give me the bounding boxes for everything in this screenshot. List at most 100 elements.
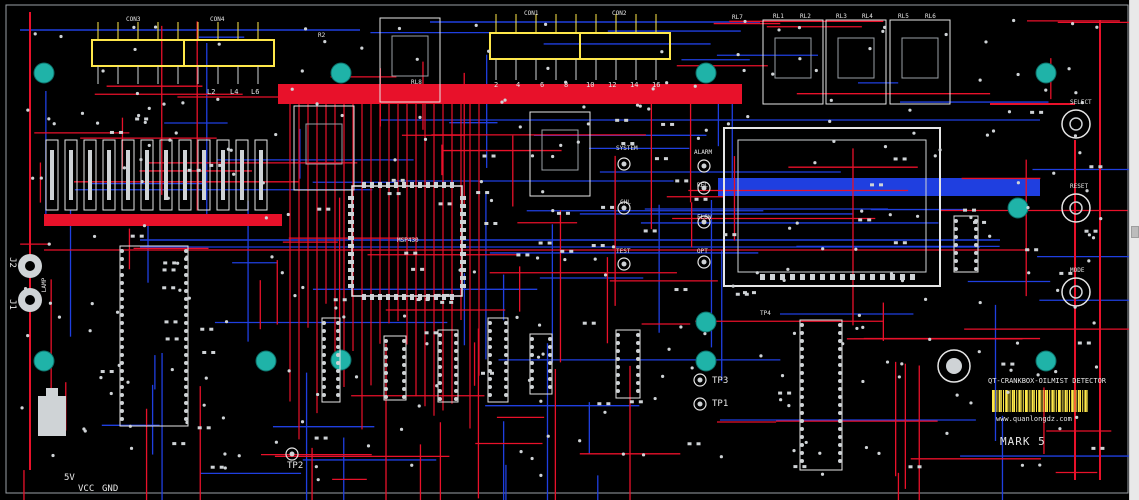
vertical-scrollbar[interactable] <box>1129 0 1139 500</box>
ic-pad <box>384 387 388 391</box>
via <box>178 288 182 292</box>
via <box>99 376 103 380</box>
via <box>140 180 144 184</box>
label-alarm: ALARM <box>694 149 713 156</box>
channel-component <box>64 139 78 211</box>
smd-pad <box>694 197 699 201</box>
ic-pad <box>120 369 124 373</box>
ic-pad <box>402 387 406 391</box>
via <box>1078 151 1082 155</box>
ic-pad <box>336 393 340 397</box>
via <box>603 410 607 414</box>
potentiometer <box>937 349 971 383</box>
ic-pad <box>120 401 124 405</box>
led <box>617 257 631 271</box>
mcu-pad <box>460 228 466 232</box>
smd-pad <box>556 211 561 215</box>
mcu-pad <box>434 294 438 300</box>
ic-pad <box>184 289 188 293</box>
via <box>593 257 597 261</box>
label-reset: RESET <box>1070 183 1089 190</box>
ic-pad <box>616 381 620 385</box>
barcode-bar <box>1009 390 1011 412</box>
scrollbar-thumb[interactable] <box>1131 226 1139 238</box>
label-test: TEST <box>616 248 631 255</box>
via <box>1080 101 1084 105</box>
smd-pad <box>600 244 605 248</box>
ic-pad <box>800 411 804 415</box>
smd-pad <box>565 211 570 215</box>
smd-pad <box>652 229 657 233</box>
smd-pad <box>171 268 176 272</box>
mcu-pad <box>426 294 430 300</box>
via <box>168 138 172 142</box>
via <box>704 128 708 132</box>
relay-coil <box>774 37 812 79</box>
ic-pad <box>336 385 340 389</box>
mcu-pad <box>348 228 354 232</box>
via <box>944 32 948 37</box>
ic-pad <box>336 329 340 333</box>
label-5v: 5V <box>64 473 75 483</box>
ic-pad <box>504 393 508 397</box>
smd-pad <box>219 465 224 469</box>
barcode-bar <box>1031 390 1034 412</box>
mounting-hole <box>255 350 277 372</box>
via <box>136 113 141 118</box>
channel-pad <box>183 150 187 200</box>
lcd-pad <box>810 274 815 280</box>
ic-pad <box>488 321 492 325</box>
via <box>51 453 55 458</box>
mounting-hole <box>1035 350 1057 372</box>
ic-outline <box>953 215 979 273</box>
smd-pad <box>187 168 192 172</box>
via <box>603 273 608 277</box>
via <box>166 196 170 200</box>
smd-pad <box>610 205 615 209</box>
voltage-regulator-tab <box>46 388 58 396</box>
mcu-pad <box>418 182 422 188</box>
barcode-bar <box>1066 390 1068 412</box>
lcd-pad <box>850 274 855 280</box>
ic-pad <box>488 337 492 341</box>
led <box>693 397 707 411</box>
ic-pad <box>336 337 340 341</box>
barcode-bar <box>1018 390 1021 412</box>
via <box>889 272 894 276</box>
barcode-bar <box>996 390 998 412</box>
via <box>536 355 541 359</box>
ic-pad <box>504 329 508 333</box>
ic-pad <box>322 377 326 381</box>
ic-pad <box>402 371 406 375</box>
smd-pad <box>165 337 170 341</box>
via <box>804 440 808 445</box>
mcu-pad <box>460 236 466 240</box>
via <box>232 172 236 176</box>
via <box>117 363 121 367</box>
smd-pad <box>1010 362 1015 366</box>
via <box>315 102 319 106</box>
via <box>55 405 59 409</box>
smd-pad <box>440 300 445 304</box>
via <box>1073 134 1078 138</box>
via <box>39 176 43 180</box>
via <box>651 87 655 91</box>
mcu-pad <box>386 294 390 300</box>
led-pad <box>697 401 703 407</box>
via <box>564 80 568 84</box>
via <box>539 473 543 477</box>
via <box>582 105 586 109</box>
smd-pad <box>314 436 319 440</box>
ic-pad <box>336 361 340 365</box>
via <box>703 332 707 336</box>
ic-pad <box>120 353 124 357</box>
via <box>877 451 881 455</box>
relay-outline <box>825 19 887 105</box>
smd-pad <box>630 142 635 146</box>
smd-pad <box>218 163 223 167</box>
ic-pad <box>336 345 340 349</box>
label-tp1: TP1 <box>712 399 729 409</box>
via <box>933 154 937 158</box>
channel-component <box>216 139 230 211</box>
via <box>402 314 407 318</box>
